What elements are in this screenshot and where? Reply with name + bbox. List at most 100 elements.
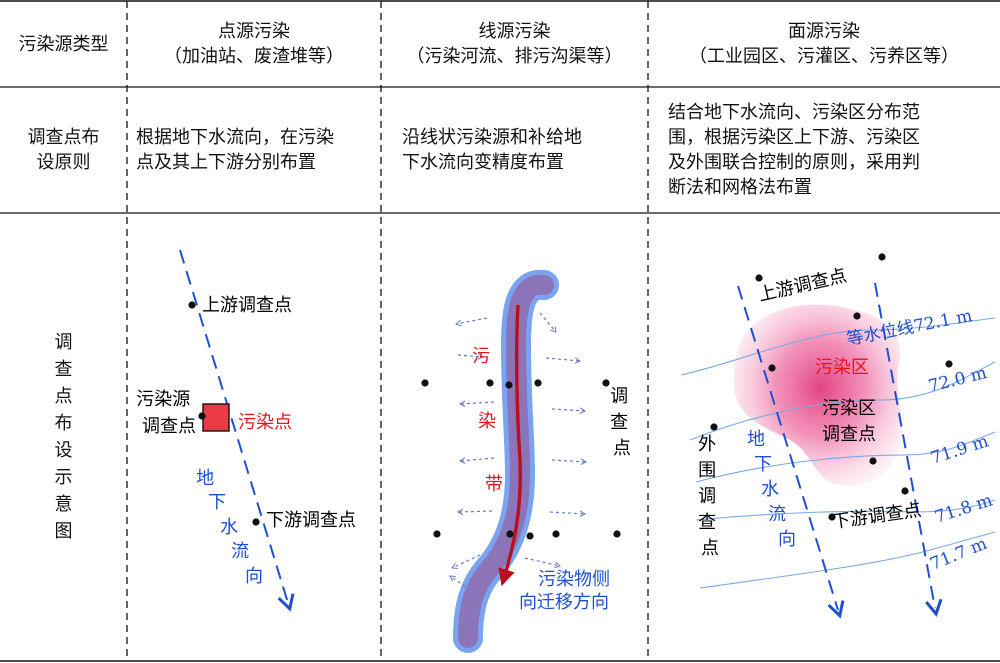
point-source-survey-line-1: 污染源 bbox=[136, 389, 190, 410]
migration-arrow bbox=[457, 353, 485, 360]
area-flow-label: 地 下 水 流 向 bbox=[747, 429, 796, 550]
area-flow-char: 下 bbox=[754, 454, 772, 475]
migration-arrow bbox=[551, 458, 588, 466]
diagram-label-char: 示 bbox=[54, 467, 73, 488]
line-survey-char: 点 bbox=[613, 438, 631, 459]
area-survey-dot bbox=[869, 457, 877, 465]
principle-area-line-2: 围，根据污染区上下游、污染区 bbox=[668, 127, 920, 148]
diagram-label-char: 查 bbox=[54, 359, 73, 380]
area-flow-char: 向 bbox=[778, 529, 796, 550]
pollution-belt-char: 染 bbox=[478, 411, 496, 432]
migration-arrow bbox=[545, 357, 582, 364]
area-survey-dot bbox=[755, 274, 763, 282]
line-survey-dot bbox=[433, 530, 441, 538]
header-line-title: 线源污染 bbox=[478, 21, 551, 42]
outer-survey-char: 调 bbox=[698, 486, 716, 507]
line-survey-label: 调 查 点 bbox=[610, 386, 634, 459]
migration-arrow bbox=[551, 407, 587, 415]
migration-arrow bbox=[458, 457, 495, 464]
point-source-survey-dot bbox=[198, 412, 206, 420]
diagram-label-char: 点 bbox=[54, 386, 73, 407]
line-survey-char: 调 bbox=[610, 386, 628, 407]
header-area-title: 面源污染 bbox=[788, 21, 860, 42]
principle-label-cell: 调查点布 设原则 bbox=[0, 87, 127, 213]
area-flow-line-left bbox=[737, 285, 838, 610]
line-survey-dot bbox=[421, 379, 429, 387]
pollution-belt-char: 带 bbox=[485, 474, 503, 495]
point-flow-char: 水 bbox=[220, 517, 238, 538]
pollution-source-box bbox=[202, 403, 230, 432]
zone-survey-line-2: 调查点 bbox=[822, 424, 876, 445]
migration-arrow bbox=[455, 317, 488, 327]
area-source-diagram: 上游调查点 等水位线72.1 m 污染区 72.0 m 污染区 调查点 71.9… bbox=[680, 253, 996, 610]
contour-label-71-8: 71.8 m bbox=[932, 490, 995, 527]
diagram-label-char: 图 bbox=[54, 521, 73, 542]
polluted-zone-label: 污染区 bbox=[815, 357, 869, 378]
contour-label-72-1: 等水位线72.1 m bbox=[845, 306, 974, 350]
point-downstream-label: 下游调查点 bbox=[266, 510, 356, 531]
point-flow-label: 地 下 水 流 向 bbox=[196, 468, 263, 587]
migration-arrow bbox=[539, 312, 557, 333]
zone-survey-label: 污染区 调查点 bbox=[822, 398, 882, 445]
point-flow-char: 下 bbox=[208, 492, 226, 513]
pollution-belt-label: 污 染 带 bbox=[472, 346, 503, 495]
point-downstream-dot bbox=[252, 518, 260, 526]
area-survey-dot bbox=[901, 487, 909, 495]
zone-survey-line-1: 污染区 bbox=[822, 398, 876, 419]
header-point-cell: 点源污染 （加油站、废渣堆等） bbox=[127, 1, 381, 87]
migration-direction-line-1: 污染物侧 bbox=[538, 569, 610, 590]
header-corner-cell: 污染源类型 bbox=[0, 1, 127, 87]
principle-point-line-2: 点及其上下游分别布置 bbox=[136, 152, 316, 173]
outer-survey-char: 围 bbox=[698, 460, 716, 481]
pollution-flow-arrow bbox=[498, 304, 523, 587]
line-survey-dot bbox=[602, 379, 610, 387]
header-point-title: 点源污染 bbox=[218, 21, 290, 42]
point-flow-char: 向 bbox=[245, 566, 263, 587]
area-survey-dot bbox=[878, 253, 886, 261]
area-survey-dot bbox=[768, 364, 776, 372]
area-downstream-label: 下游调查点 bbox=[831, 500, 923, 533]
header-area-cell: 面源污染 （工业园区、污灌区、污养区等） bbox=[648, 1, 1000, 87]
line-survey-dot bbox=[613, 530, 621, 538]
migration-direction-line-2: 向迁移方向 bbox=[519, 592, 609, 613]
principle-line-line-2: 下水流向变精度布置 bbox=[402, 152, 564, 173]
water-level-contours bbox=[680, 317, 996, 589]
area-survey-dot bbox=[853, 312, 861, 320]
migration-arrow bbox=[458, 400, 495, 408]
point-source-survey-line-2: 调查点 bbox=[142, 416, 196, 437]
diagram-label-cell: 调 查 点 布 设 示 意 图 bbox=[0, 213, 127, 661]
contour-line-72-0 bbox=[689, 361, 996, 441]
line-survey-dot bbox=[486, 379, 494, 387]
migration-direction-label-2: 向迁移方向 bbox=[519, 592, 609, 613]
header-point-subtitle: （加油站、废渣堆等） bbox=[164, 46, 344, 67]
contour-label-71-7: 71.7 m bbox=[927, 534, 990, 575]
contour-line-71-7 bbox=[699, 531, 996, 589]
principle-line-line-1: 沿线状污染源和补给地 bbox=[402, 127, 582, 148]
point-flow-direction-line bbox=[179, 249, 288, 603]
area-flow-char: 水 bbox=[761, 479, 779, 500]
point-source-survey-label: 污染源 调查点 bbox=[136, 389, 196, 437]
outer-survey-char: 查 bbox=[698, 512, 716, 533]
point-source-diagram: 上游调查点 污染源 调查点 污染点 地 下 水 流 向 下游调查点 bbox=[136, 249, 356, 603]
area-flow-char: 流 bbox=[768, 504, 786, 525]
header-line-cell: 线源污染 （污染河流、排污沟渠等） bbox=[381, 1, 648, 87]
diagram-label-char: 布 bbox=[54, 413, 73, 434]
header-corner-label: 污染源类型 bbox=[18, 33, 109, 55]
migration-arrow bbox=[449, 575, 471, 591]
outer-survey-char: 点 bbox=[701, 538, 719, 559]
diagram-label-char: 设 bbox=[54, 440, 73, 461]
area-survey-dot bbox=[945, 360, 953, 368]
outer-survey-label: 外 围 调 查 点 bbox=[698, 434, 722, 559]
area-survey-points bbox=[710, 253, 953, 521]
principle-label-line-1: 调查点布 bbox=[27, 127, 100, 148]
line-survey-points bbox=[421, 379, 621, 540]
migration-direction-label: 污染物侧 bbox=[538, 569, 610, 590]
point-flow-char: 流 bbox=[231, 541, 249, 562]
lateral-migration-arrows bbox=[449, 312, 588, 591]
polluted-zone bbox=[733, 304, 902, 486]
point-upstream-label: 上游调查点 bbox=[202, 295, 292, 316]
migration-arrow bbox=[451, 554, 481, 569]
